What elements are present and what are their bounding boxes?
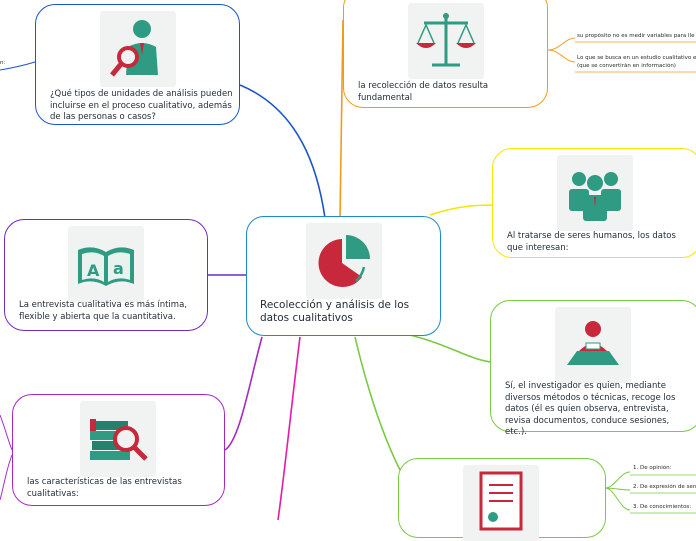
humans-node[interactable]: Al tratarse de seres humanos, los datos …: [492, 148, 696, 258]
leaf-q2: 2. De expresión de sen: [633, 484, 696, 490]
questions-node[interactable]: [398, 458, 606, 541]
central-node[interactable]: Recolección y análisis de los datos cual…: [246, 216, 441, 336]
connector-humans: [429, 204, 496, 216]
investigator-node[interactable]: Sí, el investigador es quien, mediante d…: [490, 300, 696, 437]
connector-bottom: [277, 336, 301, 520]
units-node[interactable]: ¿Qué tipos de unidades de análisis puede…: [35, 4, 240, 125]
connector-questions: [354, 336, 401, 471]
connector-collection-right: [547, 37, 576, 63]
connector-units-left: [0, 61, 36, 71]
desk-person-icon: [555, 307, 631, 383]
units-text: ¿Qué tipos de unidades de análisis puede…: [50, 89, 233, 122]
characteristics-node[interactable]: las características de las entrevistas c…: [12, 394, 225, 506]
interview-node[interactable]: A a La entrevista cualitativa es más ínt…: [4, 219, 208, 331]
search-book-icon: [80, 401, 156, 477]
leaf-search: Lo que se busca en un estudio cualitativ…: [577, 55, 696, 61]
collection-node[interactable]: la recolección de datos resulta fundamen…: [343, 0, 548, 108]
humans-text: Al tratarse de seres humanos, los datos …: [507, 231, 676, 253]
pie-chart-icon: [306, 223, 382, 299]
characteristics-text: las características de las entrevistas c…: [27, 477, 182, 499]
interview-text: La entrevista cualitativa es más íntima,…: [19, 300, 187, 322]
connector-collection: [339, 19, 344, 219]
leaf-q1: 1. De opinión:: [633, 465, 672, 471]
svg-text:A: A: [87, 261, 100, 280]
balance-scale-icon: [408, 3, 484, 79]
connector-investigator: [409, 334, 493, 363]
connector-units: [239, 84, 326, 219]
collection-text: la recolección de datos resulta fundamen…: [358, 81, 489, 103]
book-icon: A a: [68, 226, 144, 302]
document-icon: [463, 465, 539, 541]
svg-text:a: a: [113, 259, 124, 278]
connector-questions-right: [604, 471, 631, 511]
leaf-search-cont: (que se convertirán en información): [577, 63, 676, 69]
connector-char-left: [0, 414, 13, 501]
investigator-text: Sí, el investigador es quien, mediante d…: [505, 381, 676, 437]
central-title: Recolección y análisis de los datos cual…: [260, 299, 410, 324]
leaf-left-cut: n:: [0, 60, 6, 66]
leaf-purpose: su propósito no es medir variables para …: [577, 33, 695, 39]
group-icon: [557, 155, 633, 231]
leaf-q3: 3. De conocimientos:: [633, 504, 692, 510]
search-person-icon: [100, 11, 176, 87]
mind-map-connectors: [0, 19, 696, 520]
connector-characteristics: [224, 336, 263, 451]
